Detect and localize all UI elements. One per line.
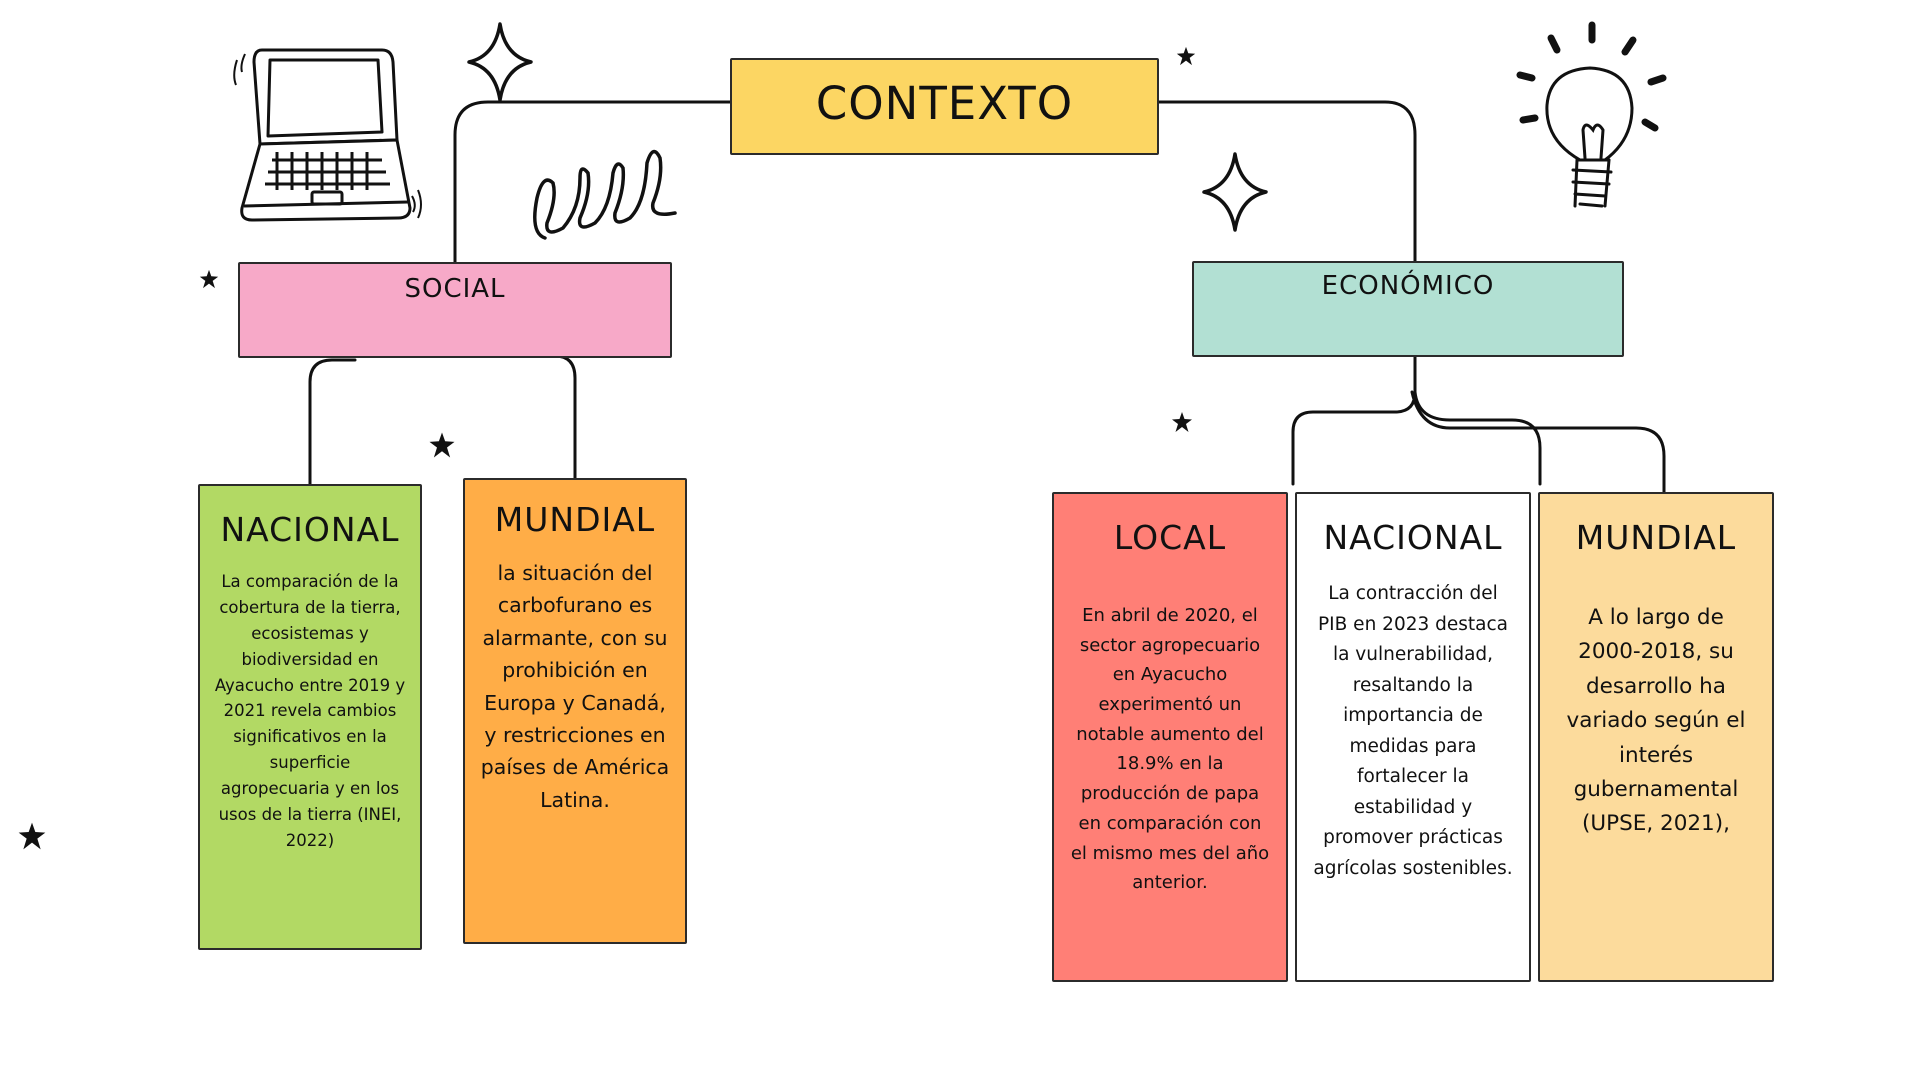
card-social-nacional-body: La comparación de la cobertura de la tie… — [214, 572, 406, 850]
star-icon — [1176, 46, 1196, 66]
lightbulb-icon — [1516, 21, 1667, 208]
sparkle-icon — [467, 22, 533, 102]
economico-title: ECONÓMICO — [1321, 271, 1495, 301]
economico-node: ECONÓMICO — [1192, 261, 1624, 357]
card-eco-nacional-title: NACIONAL — [1323, 518, 1503, 557]
sparkle-icon — [1202, 152, 1268, 232]
card-eco-local-body: En abril de 2020, el sector agropecuario… — [1070, 605, 1270, 894]
squiggle-icon — [533, 149, 677, 240]
card-eco-mundial-title: MUNDIAL — [1575, 518, 1737, 557]
card-eco-local-title: LOCAL — [1113, 518, 1227, 557]
social-title: SOCIAL — [404, 274, 506, 304]
card-social-mundial-title: MUNDIAL — [494, 500, 656, 539]
card-eco-mundial-body: A lo largo de 2000-2018, su desarrollo h… — [1566, 605, 1746, 837]
card-eco-nacional-body: La contracción del PIB en 2023 destaca l… — [1313, 583, 1513, 879]
star-icon — [18, 822, 46, 850]
card-eco-mundial: MUNDIAL A lo largo de 2000-2018, su desa… — [1538, 492, 1774, 982]
laptop-icon — [233, 48, 422, 222]
card-social-mundial-body: la situación del carbofurano es alarmant… — [480, 561, 670, 812]
card-social-nacional-title: NACIONAL — [220, 510, 400, 549]
star-icon — [429, 432, 455, 458]
root-node: CONTEXTO — [730, 58, 1159, 155]
star-icon — [199, 269, 219, 289]
card-social-nacional: NACIONAL La comparación de la cobertura … — [198, 484, 422, 950]
card-social-mundial: MUNDIAL la situación del carbofurano es … — [463, 478, 687, 944]
card-eco-local: LOCAL En abril de 2020, el sector agrope… — [1052, 492, 1288, 982]
star-icon — [1172, 412, 1192, 432]
social-node: SOCIAL — [238, 262, 672, 358]
card-eco-nacional: NACIONAL La contracción del PIB en 2023 … — [1295, 492, 1531, 982]
root-title: CONTEXTO — [815, 77, 1074, 130]
